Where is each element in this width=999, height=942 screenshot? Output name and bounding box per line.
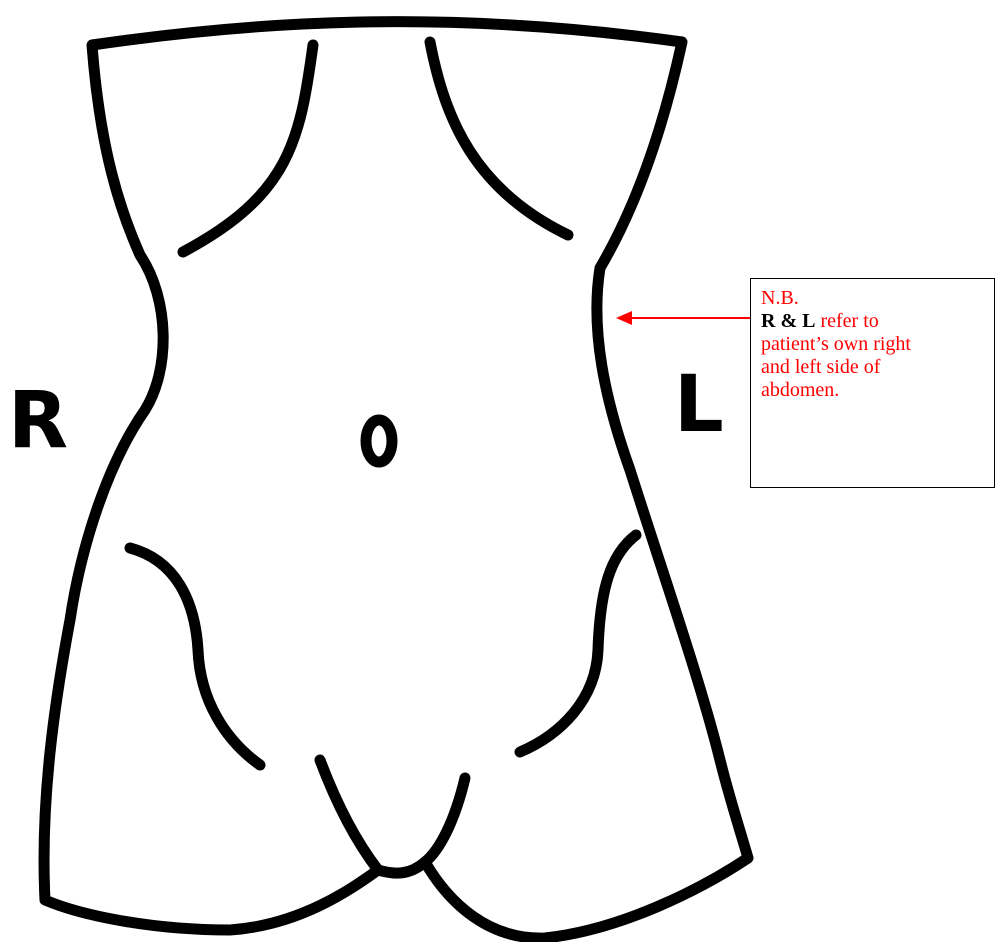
note-emphasis: R & L <box>761 310 815 332</box>
note-line-4: abdomen. <box>761 379 984 402</box>
navel <box>366 420 392 462</box>
note-heading: N.B. <box>761 287 984 310</box>
note-arrow-head <box>616 311 632 325</box>
note-line-3: and left side of <box>761 356 984 379</box>
right-side-label: R <box>8 382 68 460</box>
left-groin-line <box>520 535 636 752</box>
note-line-2: patient’s own right <box>761 333 984 356</box>
note-box: N.B. R & L refer to patient’s own right … <box>750 278 995 488</box>
right-rib-line <box>430 42 568 235</box>
right-inner-thigh-line <box>320 760 378 870</box>
right-groin-line <box>130 548 260 765</box>
left-side-label: L <box>674 366 724 444</box>
torso-outline <box>44 22 748 938</box>
note-line-1-rest: refer to <box>815 310 878 332</box>
left-rib-line <box>183 45 313 252</box>
left-inner-thigh-line <box>425 778 465 862</box>
note-line-1: R & L refer to <box>761 310 984 333</box>
